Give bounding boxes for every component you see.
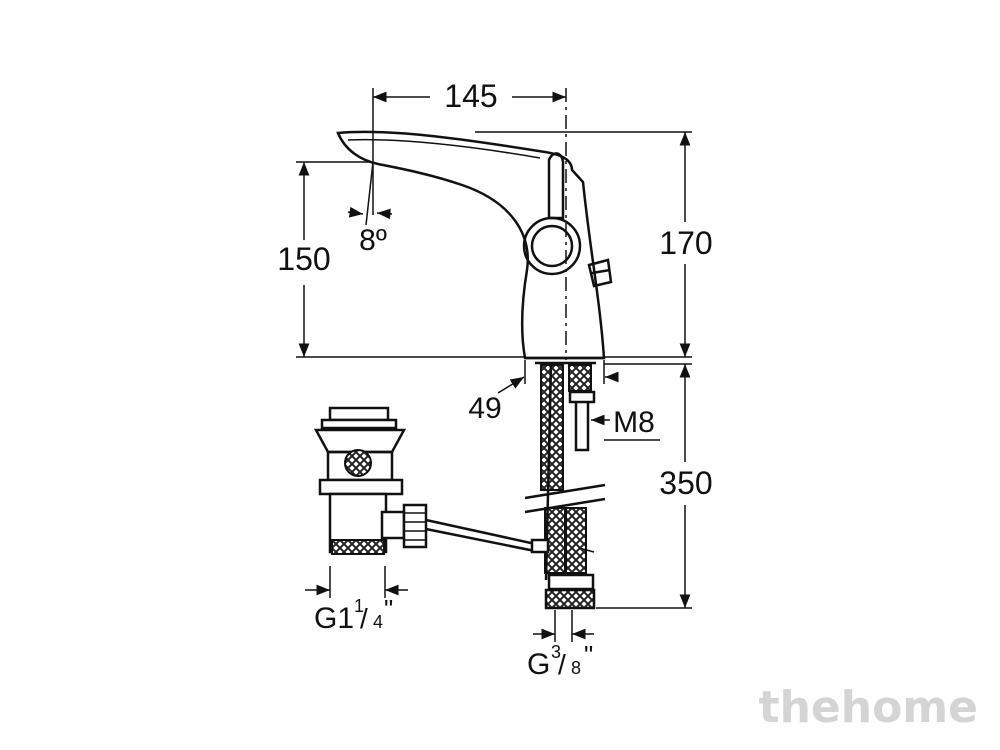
label-350: 350 bbox=[659, 465, 712, 501]
svg-text:G: G bbox=[527, 648, 550, 681]
faucet-body bbox=[336, 130, 613, 365]
svg-text:8: 8 bbox=[571, 658, 581, 678]
svg-text:3: 3 bbox=[551, 642, 561, 662]
label-m8: M8 bbox=[613, 406, 655, 439]
watermark: thehome bbox=[759, 682, 978, 733]
label-150: 150 bbox=[277, 241, 330, 277]
label-170: 170 bbox=[659, 225, 712, 261]
dimension-lines bbox=[296, 88, 692, 642]
pop-up-waste bbox=[313, 406, 550, 555]
label-g1-1-4: G1 1 / 4 " bbox=[314, 594, 393, 635]
svg-text:G1: G1 bbox=[314, 602, 354, 635]
svg-text:": " bbox=[584, 640, 593, 670]
svg-text:/: / bbox=[360, 603, 368, 634]
label-g-3-8: G 3 / 8 " bbox=[527, 640, 593, 681]
flexible-hoses bbox=[524, 364, 606, 610]
svg-text:1: 1 bbox=[354, 596, 364, 616]
svg-text:/: / bbox=[558, 649, 566, 680]
svg-text:4: 4 bbox=[373, 612, 383, 632]
label-49: 49 bbox=[468, 392, 501, 425]
label-145: 145 bbox=[444, 78, 497, 114]
svg-text:": " bbox=[384, 594, 393, 624]
label-8-degree: 8º bbox=[359, 224, 387, 257]
